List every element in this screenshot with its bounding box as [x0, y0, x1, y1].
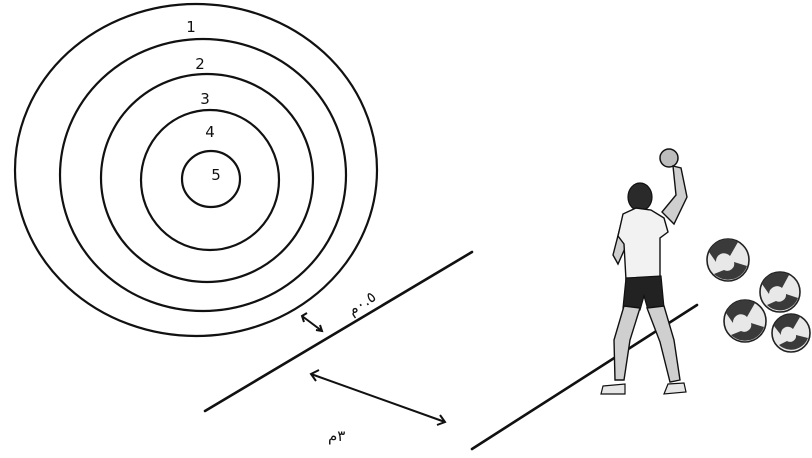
balls-group: [707, 239, 810, 352]
ball-icon: [660, 149, 678, 167]
target: 1 2 3 4 5: [15, 4, 377, 336]
near-gap-label: ٠.٥م: [344, 288, 379, 320]
ring-label-3: 3: [200, 90, 210, 108]
ring-label-1: 1: [186, 18, 196, 36]
thrower-figure: [601, 149, 687, 394]
double-arrow-icon: [311, 370, 445, 425]
ball-icon: [724, 300, 766, 342]
ring-1: [15, 4, 377, 336]
ring-2: [60, 39, 346, 311]
ring-label-2: 2: [195, 55, 205, 73]
ring-label-4: 4: [205, 123, 215, 141]
ball-icon: [707, 239, 749, 281]
ring-label-5: 5: [211, 166, 221, 184]
ball-icon: [772, 314, 810, 352]
double-arrow-icon: [302, 313, 322, 331]
throw-distance-label: ٣م: [328, 427, 345, 445]
ball-icon: [760, 272, 800, 312]
